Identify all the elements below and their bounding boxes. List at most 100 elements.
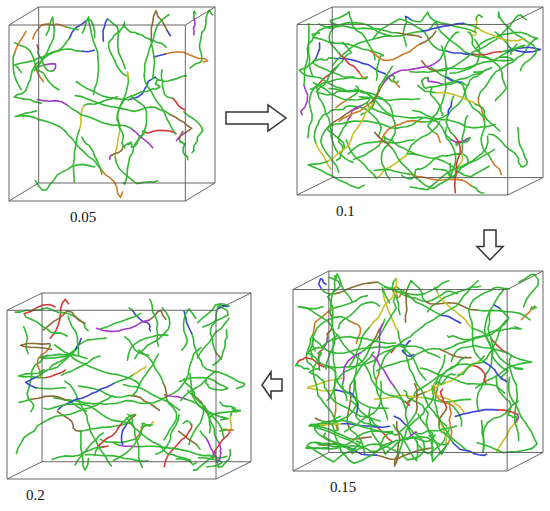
simulation-box: 0.2 [4,290,254,506]
fiber-curve [366,302,379,306]
fiber-curve [369,44,420,61]
fiber-curve [24,327,28,354]
fiber-curve [495,127,500,132]
fiber-curve [350,337,396,344]
fiber-curve [406,281,419,292]
fiber-curve [454,32,459,35]
fiber-curve [24,314,67,336]
fiber-curve [435,393,464,412]
fiber-curve [82,17,98,59]
hollow-arrow [262,372,282,398]
box-edge [543,271,544,452]
fiber-curve [38,49,53,71]
fiber-curve [335,301,356,308]
fiber-curve [380,381,382,391]
fiber-curve [101,319,128,329]
fiber-curve [312,447,363,462]
fiber-curve [220,430,227,431]
box-edge [216,310,217,479]
fiber-curve [404,391,407,396]
fiber-curve [75,433,103,465]
fiber-curve [306,437,357,449]
fiber-curve [310,345,312,360]
box-edge [216,293,251,310]
fiber-curve [201,361,226,375]
fiber-curve [441,421,467,450]
fiber-curve [176,132,186,140]
box-edge [9,201,185,202]
fiber-curve [312,317,349,345]
fiber-curve [471,365,486,384]
fiber-curve [53,17,55,27]
fiber-curve [436,374,452,385]
fiber-curve [377,19,406,34]
fiber-curve [496,84,506,100]
fiber-curve [105,456,149,462]
fiber-curve [433,438,447,455]
box-edge [9,25,185,26]
fiber-curve [469,305,473,341]
fiber-curve [439,425,452,442]
fiber-curve [77,338,106,346]
fiber-curve [183,421,191,424]
fiber-curve [300,59,316,71]
fiber-curve [337,132,343,160]
fiber-curve [437,291,472,328]
fiber-curve [521,417,537,448]
fiber-curve [398,33,422,38]
fiber-curve [402,350,414,356]
fiber-curve [388,438,433,452]
fiber-curve [314,121,319,143]
fiber-curve [147,424,152,426]
fiber-curve [347,385,351,427]
box-edge [332,177,543,178]
fiber-curve [136,381,140,385]
fiber-curve [144,59,164,112]
fiber-curve [495,377,497,382]
fiber-curve [485,294,500,329]
fiber-curve [350,321,361,343]
box-edge [42,293,251,294]
fiber-curve [45,370,66,378]
box-edge [42,293,43,462]
fiber-curve [114,443,119,445]
fiber-curve [82,137,86,144]
fiber-curve [339,303,367,329]
fiber-curve [94,32,96,38]
fiber-curve [336,26,398,33]
fiber-curve [437,281,449,288]
fiber-curve [362,33,376,59]
fiber-curve [311,77,363,89]
fiber-curve [217,443,221,462]
fiber-curve [483,55,505,83]
fiber-curve [455,136,461,152]
fiber-curve [403,18,406,46]
fiber-curve [431,68,448,78]
fiber-curve [156,76,187,82]
fiber-curve [206,438,216,457]
fiber-curve [484,362,507,382]
fiber-curve [320,420,340,446]
fiber-curve [316,43,320,59]
box-edge [9,7,39,25]
fiber-curve [486,68,492,71]
fiber-curve [117,99,124,116]
fiber-curve [85,455,104,456]
fiber-curve [307,442,327,448]
fiber-curve [313,353,321,371]
fiber-curve [82,50,94,52]
fiber-curve [374,170,410,175]
fiber-curve [98,423,122,448]
fiber-curve [439,409,446,424]
fiber-curve [125,337,149,356]
fiber-curve [336,106,349,110]
fiber-curve [494,305,500,309]
fiber-curve [436,93,475,104]
box-edge [185,25,186,201]
fiber-curve [495,99,497,100]
fiber-curve [319,279,326,289]
fiber-curve [24,305,55,314]
fiber-curve [356,296,368,301]
fiber-curve [403,437,449,445]
fiber-curve [67,105,93,119]
